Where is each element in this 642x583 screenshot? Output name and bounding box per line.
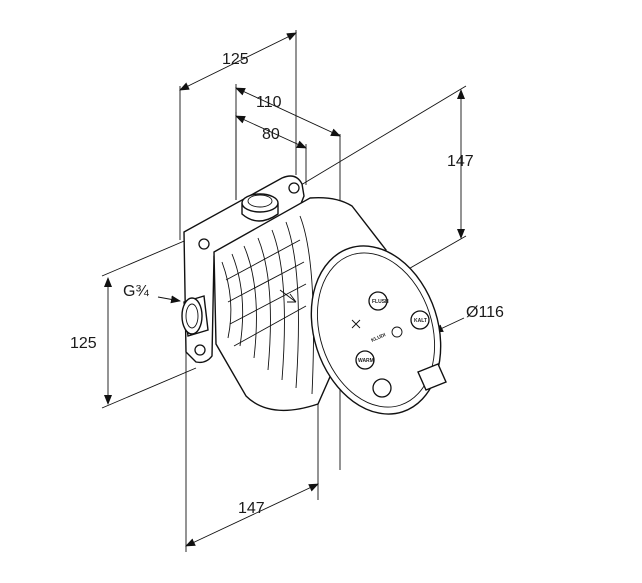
label-kalt: KALT [414,318,427,324]
thread-callout: G¾ [123,283,181,304]
label-flush: FLUSH [372,299,389,305]
label-warm: WARM [358,358,374,364]
dim-label-147-bottom: 147 [238,500,265,517]
left-inlet-fitting [181,295,209,337]
mount-hole-bottom-left [194,344,206,356]
diameter-label: Ø116 [466,304,504,321]
front-face [310,245,442,415]
dimension-125-top: 125 [179,30,297,240]
dim-label-125-left: 125 [70,335,97,352]
brand-label: KLUDI [370,332,387,344]
port-kalt [410,310,430,330]
dim-label-110: 110 [256,94,282,111]
port-bottom [372,378,392,398]
flow-arrow [279,289,297,303]
dim-label-125-top: 125 [222,51,249,68]
outlet-stub [417,363,447,391]
dimension-125-left: 125 [70,235,197,409]
dim-label-147-right: 147 [447,153,474,170]
brand-logo-circle [391,326,403,338]
face-cross-mark [351,319,361,329]
body-ribs [221,215,314,395]
valve-housing: FLUSH KALT WARM KLUDI [181,175,447,415]
dim-label-80: 80 [262,126,280,143]
dimension-80: 80 [235,112,307,200]
mount-hole-top-left [198,238,210,250]
port-flush [368,291,388,311]
front-face-inner-rim [316,252,436,408]
top-outlet-fitting [241,193,279,222]
diameter-callout: Ø116 [433,304,504,333]
port-warm [355,350,375,370]
thread-label: G¾ [123,283,149,300]
mount-hole-top-right [288,182,300,194]
